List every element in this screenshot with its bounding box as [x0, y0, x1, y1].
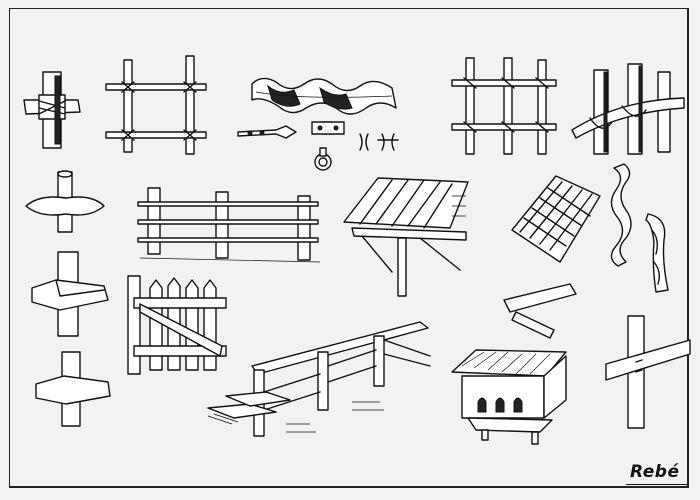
lashed-posts: [571, 63, 685, 155]
hinges-and-ring: [237, 121, 399, 171]
round-post-cross: [25, 170, 105, 233]
square-post-cross: [605, 315, 691, 429]
artist-signature: Rebé: [630, 462, 680, 482]
picket-gate: [127, 275, 227, 375]
page-border: [9, 8, 689, 488]
post-with-block: [35, 351, 111, 427]
nesting-box: [451, 349, 567, 445]
stair-with-railing: [207, 321, 431, 437]
lashed-cross-joint: [23, 71, 81, 149]
woven-lattice: [511, 175, 601, 263]
shed-roof: [343, 177, 469, 297]
twisted-rope: [251, 77, 397, 115]
beam-joint: [503, 283, 577, 339]
tied-frame: [105, 55, 207, 155]
rail-fence: [137, 187, 321, 263]
lattice-grid: [451, 57, 557, 155]
signature-underline: [626, 484, 688, 485]
twisted-stakes: [610, 163, 669, 293]
post-with-collar: [31, 251, 109, 337]
